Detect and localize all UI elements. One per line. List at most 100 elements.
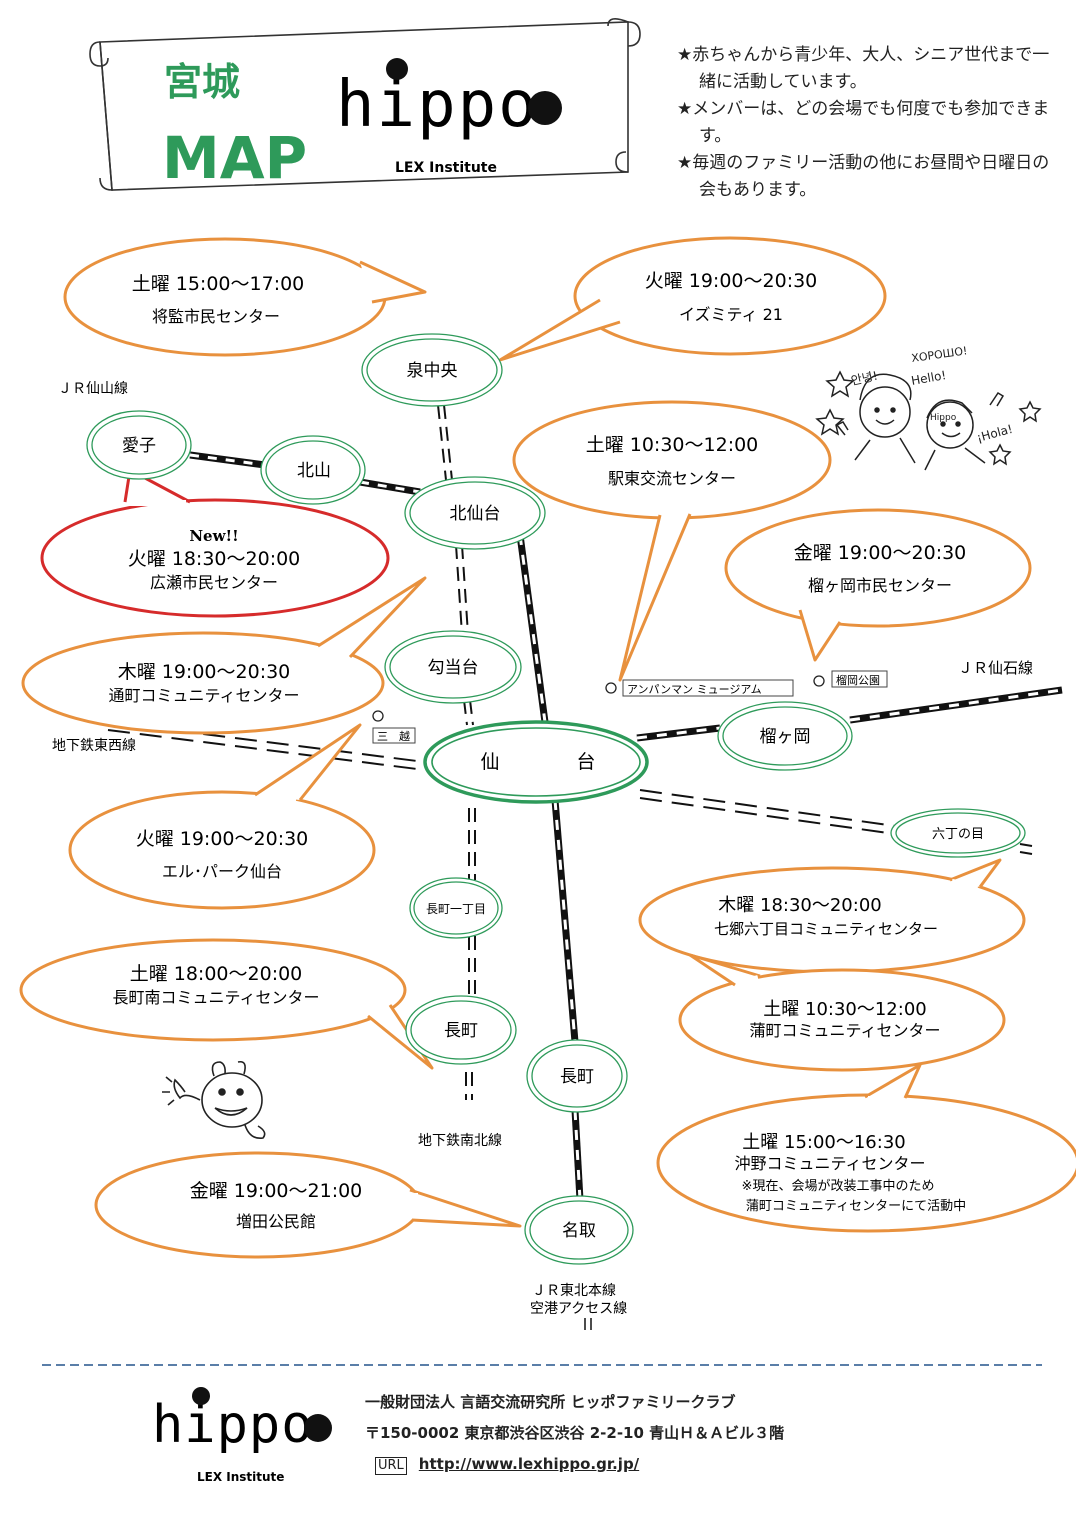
venue-place: 広瀬市民センター (150, 573, 278, 592)
line-label-nanboku: 地下鉄南北線 (418, 1133, 502, 1149)
station-label: 長町 (560, 1067, 594, 1087)
landmark-mitsukoshi-label: 三 越 (377, 729, 410, 743)
venue-place: 榴ヶ岡市民センター (808, 576, 952, 595)
venue-time: 土曜 10:30～12:00 (763, 999, 926, 1020)
venue-bubble-okino (656, 1063, 1076, 1233)
venue-time: 土曜 15:00～17:00 (132, 273, 305, 295)
footer-org: 一般財団法人 言語交流研究所 ヒッポファミリークラブ (365, 1393, 736, 1411)
station-rokuchonome[interactable] (890, 808, 1026, 858)
venue-bubble-toricho (21, 576, 427, 735)
line-label-jr-senseki: ＪＲ仙石線 (958, 659, 1033, 677)
station-label: 泉中央 (407, 361, 458, 381)
footer-logo-text: hippo (152, 1395, 314, 1455)
venue-place: イズミティ 21 (679, 305, 783, 324)
station-label: 台 (576, 751, 595, 773)
station-kitasendai[interactable] (404, 476, 546, 550)
venue-bubble-masuda (94, 1151, 522, 1259)
hippo-mascot-icon (162, 1060, 266, 1140)
station-label: 北仙台 (450, 504, 501, 524)
venue-bubble-kabanomachi (678, 953, 1006, 1072)
venue-time: 火曜 19:00～20:30 (136, 828, 309, 850)
title-map: MAP (162, 124, 307, 192)
line-label-jr-senzan: ＪＲ仙山線 (58, 381, 128, 397)
venue-place: 沖野コミュニティセンター (734, 1154, 925, 1173)
venue-note: ※現在、会場が改装工事中のため (742, 1179, 935, 1194)
footer-logo-sub: LEX Institute (197, 1470, 284, 1484)
station-label: 榴ヶ岡 (760, 727, 811, 747)
landmark-tsutsujigaoka-park: 榴岡公園 (813, 670, 888, 688)
logo-text: hippo (336, 68, 539, 142)
venue-bubble-shokan (63, 237, 427, 357)
station-label: 六丁の目 (932, 827, 984, 842)
venue-place: 通町コミュニティセンター (108, 686, 299, 705)
venue-new-badge: New!! (189, 527, 238, 545)
station-tsutsujigaoka[interactable] (717, 701, 853, 771)
station-label: 長町一丁目 (426, 902, 486, 916)
venue-note: 蒲町コミュニティセンターにて活動中 (746, 1199, 966, 1214)
venue-place: エル･パーク仙台 (162, 862, 282, 881)
venue-time: 木曜 18:30～20:00 (718, 895, 881, 916)
footer-logo: hippo LEX Institute (152, 1387, 332, 1484)
note-item: ★メンバーは、どの会場でも何度でも参加できます。 (677, 99, 1050, 146)
footer-url-link[interactable]: http://www.lexhippo.gr.jp/ (418, 1455, 640, 1473)
station-izumi-chuo[interactable] (361, 333, 503, 407)
venue-place: 蒲町コミュニティセンター (749, 1021, 940, 1040)
line-label-tozai: 地下鉄東西線 (52, 738, 136, 754)
venue-place: 駅東交流センター (608, 469, 736, 488)
note-item: ★毎週のファミリー活動の他にお昼間や日曜日の会もあります。 (677, 153, 1050, 200)
note-item: ★赤ちゃんから青少年、大人、シニア世代まで一緒に活動しています。 (677, 45, 1050, 92)
landmark-park-label: 榴岡公園 (836, 673, 880, 687)
landmark-mitsukoshi: 三 越 (372, 710, 416, 744)
header-scroll: 宮城 MAP hippo LEX Institute (89, 18, 641, 192)
rail-lines (107, 404, 1063, 1330)
line-label-airport: 空港アクセス線 (530, 1301, 627, 1317)
station-label: 名取 (562, 1221, 596, 1241)
station-nagamachi-itchome[interactable] (409, 877, 503, 939)
venue-bubble-elpark (68, 723, 376, 910)
station-label: 長町 (444, 1021, 478, 1041)
hippo-logo: hippo LEX Institute (336, 58, 562, 176)
venue-place: 七郷六丁目コミュニティセンター (714, 920, 938, 938)
footer-url-tag: URL (375, 1457, 407, 1475)
greeting-hola: ¡Hola! (975, 422, 1014, 445)
venue-texts: 土曜 15:00～17:00 将監市民センター 火曜 19:00～20:30 イ… (108, 270, 966, 1231)
landmark-anpanman: アンパンマン ミュージアム (605, 679, 794, 697)
station-label: 仙 (480, 751, 499, 773)
venue-time: 火曜 19:00～20:30 (645, 270, 818, 292)
footer-address: 〒150-0002 東京都渋谷区渋谷 2-2-10 青山Ｈ＆Ａビル３階 (365, 1424, 785, 1442)
venue-time: 木曜 19:00～20:30 (118, 661, 291, 683)
venue-place: 将監市民センター (152, 307, 280, 326)
greeting-annyeong: 안녕! (850, 369, 879, 388)
venue-bubble-shichigo (638, 858, 1026, 974)
kids-greetings: 안녕! Hello! ХОРОШО! ¡Hola! Hippo (850, 344, 1015, 445)
venue-bubbles (19, 236, 1076, 1259)
venue-bubble-izumity (498, 236, 887, 362)
greeting-privet: ХОРОШО! (911, 344, 969, 365)
venue-time: 金曜 19:00～21:00 (190, 1180, 363, 1202)
station-kitayama[interactable] (260, 435, 366, 505)
station-label: 勾当台 (428, 658, 479, 678)
logo-sub: LEX Institute (395, 160, 497, 176)
venue-time: 火曜 18:30～20:00 (128, 548, 301, 570)
venue-place: 長町南コミュニティセンター (112, 988, 319, 1007)
station-koutoudai[interactable] (384, 630, 522, 704)
landmark-anpanman-label: アンパンマン ミュージアム (627, 683, 762, 696)
kids-illustration (815, 370, 1042, 471)
station-nagamachi-jr[interactable] (526, 1039, 628, 1113)
station-sendai[interactable] (423, 720, 649, 804)
station-aiko[interactable] (86, 410, 192, 480)
venue-place: 増田公民館 (236, 1212, 316, 1231)
title-region: 宮城 (164, 60, 240, 104)
greeting-hello: Hello! (910, 368, 947, 388)
venue-time: 土曜 10:30～12:00 (586, 434, 759, 456)
greeting-hippo: Hippo (930, 413, 957, 423)
venue-time: 土曜 18:00～20:00 (130, 963, 303, 985)
stations (86, 333, 1026, 1265)
footer-info: 一般財団法人 言語交流研究所 ヒッポファミリークラブ 〒150-0002 東京都… (365, 1387, 784, 1480)
station-label: 愛子 (122, 436, 156, 456)
info-notes: ★赤ちゃんから青少年、大人、シニア世代まで一緒に活動しています。 ★メンバーは、… (677, 42, 1062, 204)
station-labels: 泉中央 愛子 北山 北仙台 勾当台 榴ヶ岡 六丁の目 長町一丁目 長町 長町 名… (122, 361, 984, 1241)
station-nagamachi-subway[interactable] (405, 995, 517, 1065)
station-natori[interactable] (524, 1195, 634, 1265)
